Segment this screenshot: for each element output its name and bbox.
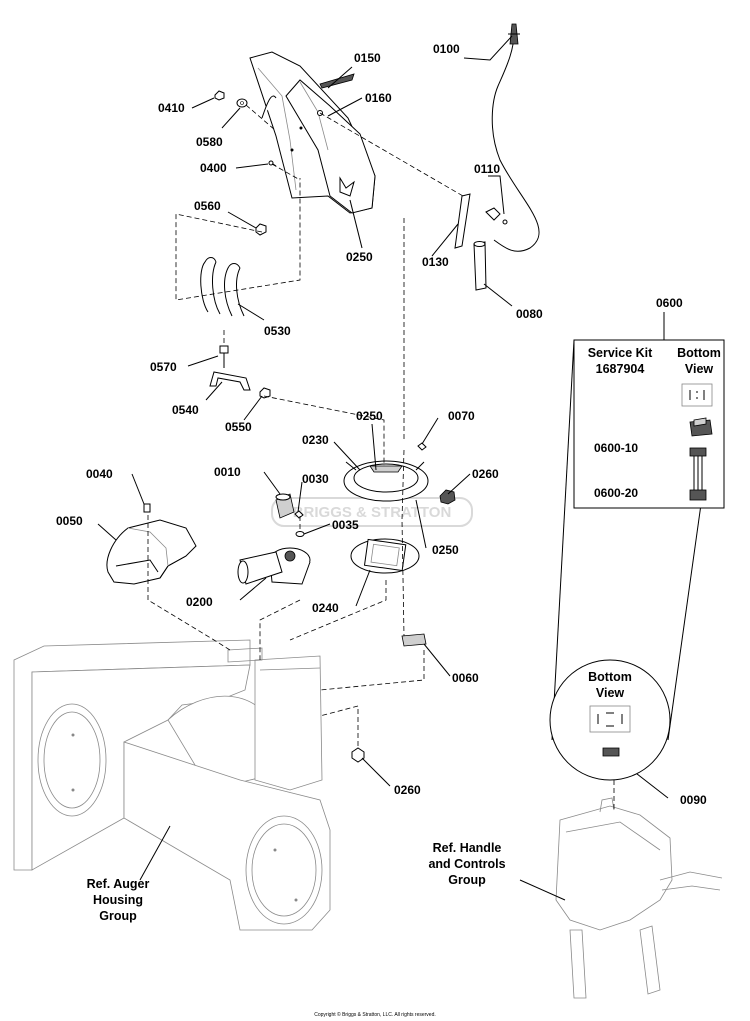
switch-detail-circle: Bottom View	[549, 659, 671, 781]
screw-0030	[294, 510, 304, 519]
label-0530: 0530	[264, 324, 291, 338]
motor-0200	[237, 547, 311, 585]
label-0200: 0200	[186, 595, 213, 609]
service-kit-title: Service Kit	[588, 346, 653, 360]
label-0260-top: 0260	[472, 467, 499, 481]
part-0600-20-harness	[689, 447, 707, 501]
copyright-text: Copyright © Briggs & Stratton, LLC. All …	[314, 1011, 436, 1018]
cover-0050	[106, 519, 197, 585]
handle-controls-ref	[555, 797, 723, 999]
label-0250-ring: 0250	[356, 409, 383, 423]
ref-auger-line3: Group	[99, 909, 137, 923]
label-0130: 0130	[422, 255, 449, 269]
label-0540: 0540	[172, 403, 199, 417]
part-0600-10-switch	[689, 417, 713, 437]
spring-0530	[200, 257, 245, 317]
bracket-0060	[401, 633, 427, 647]
service-kit-number: 1687904	[596, 362, 645, 376]
pin-0130	[454, 193, 471, 249]
label-0040: 0040	[86, 467, 113, 481]
label-0050: 0050	[56, 514, 83, 528]
label-0060: 0060	[452, 671, 479, 685]
cable-0100	[491, 23, 540, 252]
rod-0080	[473, 241, 487, 291]
washer-0580	[236, 98, 248, 108]
switch-bottom-view-image	[589, 705, 631, 733]
label-0100: 0100	[433, 42, 460, 56]
label-0030: 0030	[302, 472, 329, 486]
service-kit-bottom-view-2: View	[685, 362, 714, 376]
nut-0260-bottom	[351, 747, 365, 763]
label-0010: 0010	[214, 465, 241, 479]
service-kit-bottom-view-1: Bottom	[677, 346, 721, 360]
knob-0010	[275, 493, 295, 519]
nut-0550	[259, 387, 271, 399]
chute-wedge-part	[319, 73, 355, 89]
ref-handle-line3: Group	[448, 873, 486, 887]
label-0150: 0150	[354, 51, 381, 65]
label-0570: 0570	[150, 360, 177, 374]
label-0110: 0110	[474, 162, 500, 176]
label-0600-10: 0600-10	[594, 441, 638, 455]
reference-labels: Ref. Auger Housing Group Ref. Handle and…	[87, 841, 506, 923]
gasket-0240	[350, 538, 420, 574]
label-0160: 0160	[365, 91, 392, 105]
screw-0070	[417, 442, 427, 451]
label-0550: 0550	[225, 420, 252, 434]
label-0410: 0410	[158, 101, 185, 115]
part-number-labels: 0150 0100 0410 0160 0580 0400 0110 0560 …	[56, 42, 707, 807]
switch-bottom-view-1: Bottom	[588, 670, 632, 684]
label-0600-20: 0600-20	[594, 486, 638, 500]
label-0600: 0600	[656, 296, 683, 310]
label-0230: 0230	[302, 433, 329, 447]
label-0035: 0035	[332, 518, 359, 532]
bolt-0570	[219, 345, 229, 368]
nut-0260-top	[439, 489, 456, 505]
bracket-0540	[209, 371, 251, 391]
label-0560: 0560	[194, 199, 221, 213]
hardware-0410	[214, 90, 225, 101]
chute-deflector-part	[249, 51, 376, 214]
label-0250-gasket: 0250	[432, 543, 459, 557]
ref-handle-line2: and Controls	[428, 857, 505, 871]
ref-handle-line1: Ref. Handle	[433, 841, 502, 855]
label-0070: 0070	[448, 409, 475, 423]
assembly-lines	[147, 104, 615, 810]
ref-auger-line2: Housing	[93, 893, 143, 907]
clip-0110	[485, 207, 508, 225]
bolt-0040	[143, 503, 151, 513]
switch-bottom-view-2: View	[596, 686, 625, 700]
nut-0560	[255, 223, 267, 236]
leader-lines	[97, 35, 690, 901]
auger-housing-ref	[13, 639, 331, 931]
chute-ring-0230	[343, 460, 429, 502]
label-0080: 0080	[516, 307, 543, 321]
label-0580: 0580	[196, 135, 223, 149]
label-0400: 0400	[200, 161, 227, 175]
ref-auger-line1: Ref. Auger	[87, 877, 150, 891]
service-kit-callout: Service Kit 1687904 Bottom View 0600-10 …	[551, 339, 725, 741]
watermark-text: BRIGGS & STRATTON	[293, 504, 452, 521]
label-0250-top: 0250	[346, 250, 373, 264]
label-0260-bottom: 0260	[394, 783, 421, 797]
service-kit-bottom-view-image	[681, 383, 713, 407]
washer-0035	[295, 531, 305, 537]
label-0240: 0240	[312, 601, 339, 615]
label-0090: 0090	[680, 793, 707, 807]
